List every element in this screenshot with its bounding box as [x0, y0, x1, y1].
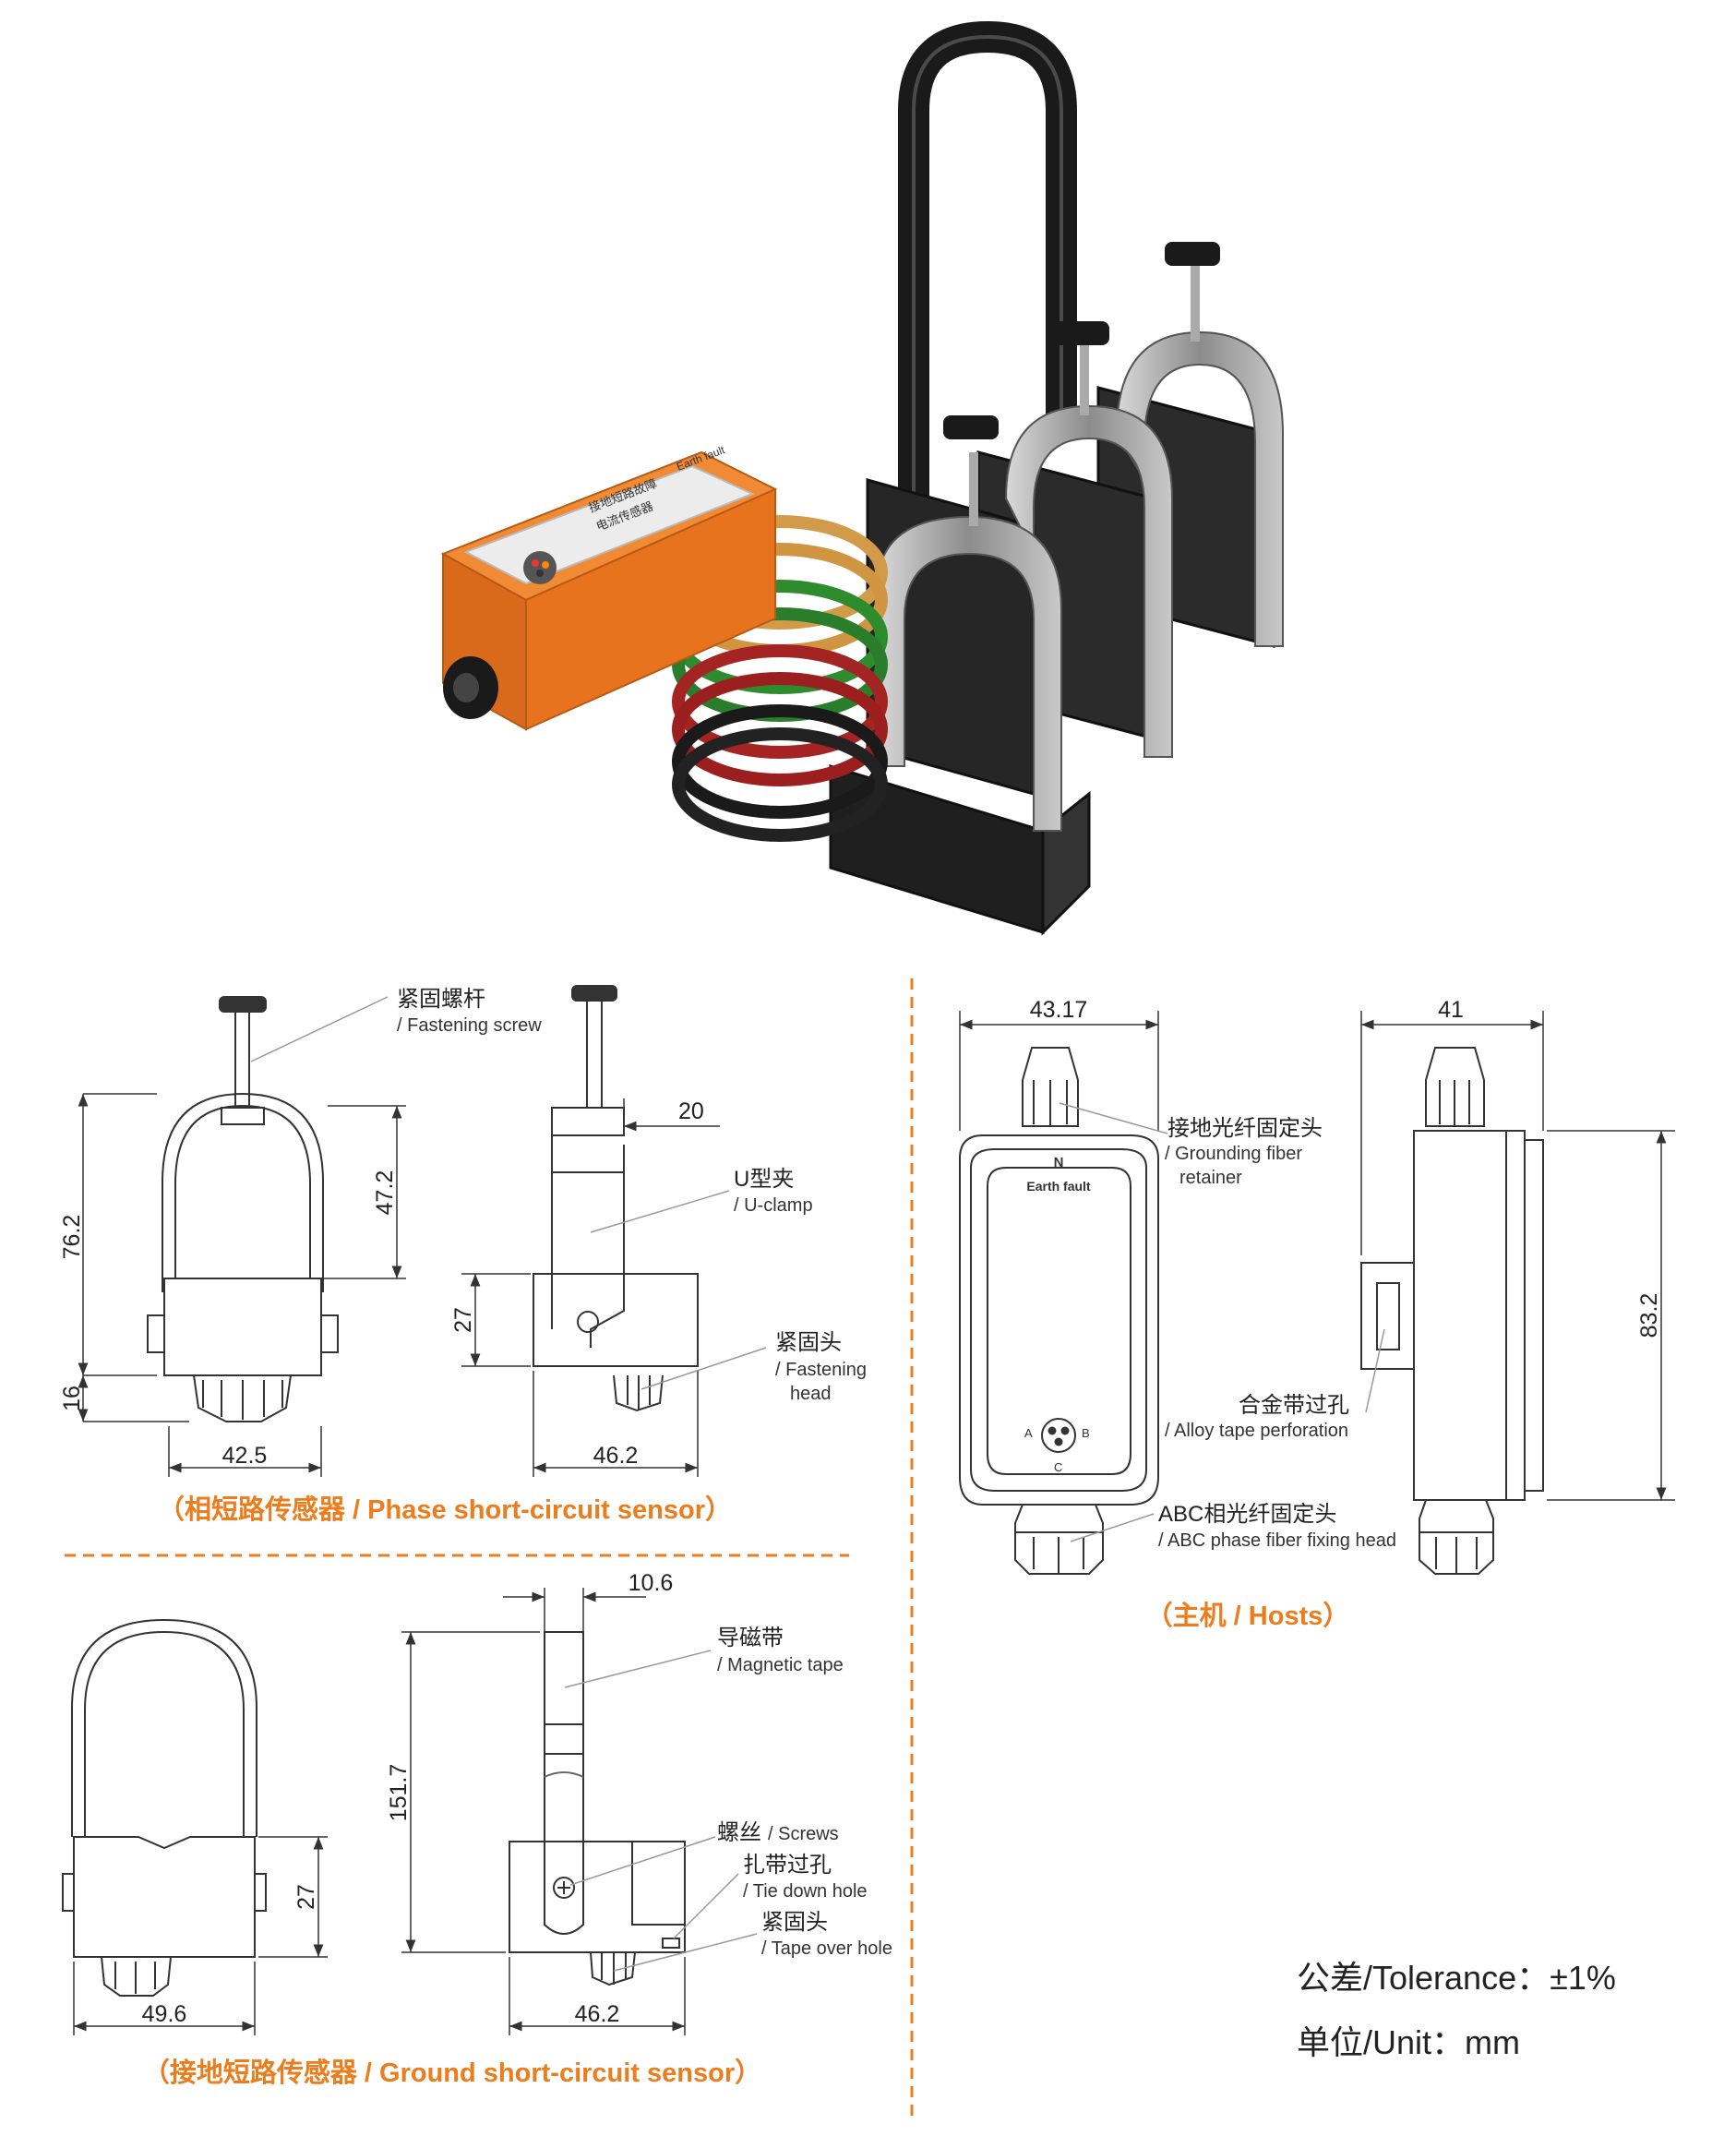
host-brand: Earth fault: [1026, 1179, 1091, 1194]
phase-sensor-side-view: [533, 985, 699, 1412]
hosts-caption: （主机 / Hosts）: [1146, 1601, 1350, 1631]
phase-sensor-front-view: [147, 996, 339, 1422]
ground-base-dim: 27: [293, 1884, 319, 1910]
phase-sensor-caption: （相短路传感器 / Phase short-circuit sensor）: [158, 1494, 732, 1525]
phase-c-label: C: [1054, 1460, 1062, 1474]
uclamp-label-zh: U型夹: [734, 1167, 794, 1192]
ground-sensor-caption: （接地短路传感器 / Ground short-circuit sensor）: [143, 2058, 761, 2088]
phase-height-dim: 76.2: [59, 1215, 85, 1260]
screw-label-en: / Fastening screw: [397, 1015, 542, 1036]
screws-label-zh: 螺丝: [717, 1820, 761, 1845]
tape-label-en: / Magnetic tape: [717, 1655, 844, 1675]
fastening-head-label-en1: / Fastening: [775, 1360, 867, 1380]
fiber-retainer-label-zh: 接地光纤固定头: [1167, 1116, 1323, 1141]
abc-fiber-label-en: / ABC phase fiber fixing head: [1158, 1530, 1396, 1551]
ground-sensor-side-view: [509, 1631, 686, 1986]
fiber-retainer-label-en2: retainer: [1179, 1168, 1242, 1188]
screw-label-zh: 紧固螺杆: [397, 987, 485, 1012]
phase-clamp-dim: 47.2: [372, 1170, 398, 1216]
ground-total-height-dim: 151.7: [386, 1764, 412, 1822]
tape-width-dim: 10.6: [629, 1570, 674, 1596]
ground-front-dimensions: [73, 1836, 328, 2035]
ground-width-dim: 49.6: [142, 2001, 187, 2027]
phase-side-dimensions: [461, 1098, 767, 1477]
ground-side-dimensions: [401, 1588, 758, 2035]
phase-front-dimensions: [78, 996, 406, 1477]
host-side-dimensions: [1360, 1011, 1675, 1501]
tape-label-zh: 导磁带: [717, 1626, 784, 1650]
uclamp-label-en: / U-clamp: [734, 1195, 813, 1216]
ground-sensor-front-view: [62, 1618, 267, 1997]
host-height-dim: 83.2: [1636, 1293, 1662, 1338]
host-front-dimensions: [959, 1011, 1168, 1542]
phase-b-label: B: [1082, 1426, 1090, 1440]
host-depth-dim: 41: [1438, 997, 1464, 1023]
magnetic-tape-strap: [898, 20, 1077, 572]
tie-label-en: / Tie down hole: [743, 1881, 868, 1902]
phase-a-label: A: [1024, 1426, 1033, 1440]
ground-side-width-dim: 46.2: [575, 2001, 620, 2027]
host-logo: N: [1054, 1155, 1064, 1170]
host-front-view: [959, 1047, 1159, 1575]
phase-width-dim: 42.5: [222, 1443, 268, 1469]
alloy-label-zh: 合金带过孔: [1239, 1393, 1349, 1418]
tape-hole-label-zh: 紧固头: [761, 1910, 828, 1935]
phase-thickness-dim: 20: [678, 1098, 704, 1124]
phase-head-dim: 16: [59, 1386, 85, 1411]
host-width-dim: 43.17: [1030, 997, 1088, 1023]
fiber-retainer-label-en1: / Grounding fiber: [1165, 1144, 1302, 1164]
unit-note: 单位/Unit：mm: [1297, 2023, 1520, 2061]
host-side-view: [1360, 1047, 1544, 1575]
fastening-head-label-zh: 紧固头: [775, 1330, 842, 1355]
tape-hole-label-en: / Tape over hole: [761, 1938, 892, 1959]
abc-fiber-label-zh: ABC相光纤固定头: [1158, 1502, 1336, 1527]
tie-label-zh: 扎带过孔: [743, 1853, 832, 1878]
tolerance-note: 公差/Tolerance：±1%: [1297, 1959, 1616, 1997]
host-unit-render: 接地短路故障 电流传感器 Earth fault: [440, 443, 778, 731]
phase-side-width-dim: 46.2: [593, 1443, 639, 1469]
phase-base-dim: 27: [450, 1307, 476, 1333]
fastening-head-label-en2: head: [790, 1384, 832, 1404]
screws-label-en: / Screws: [768, 1824, 839, 1844]
alloy-label-en: / Alloy tape perforation: [1165, 1421, 1348, 1441]
product-render: 接地短路故障 电流传感器 Earth fault: [440, 20, 1284, 936]
u-clamps: [876, 242, 1284, 832]
